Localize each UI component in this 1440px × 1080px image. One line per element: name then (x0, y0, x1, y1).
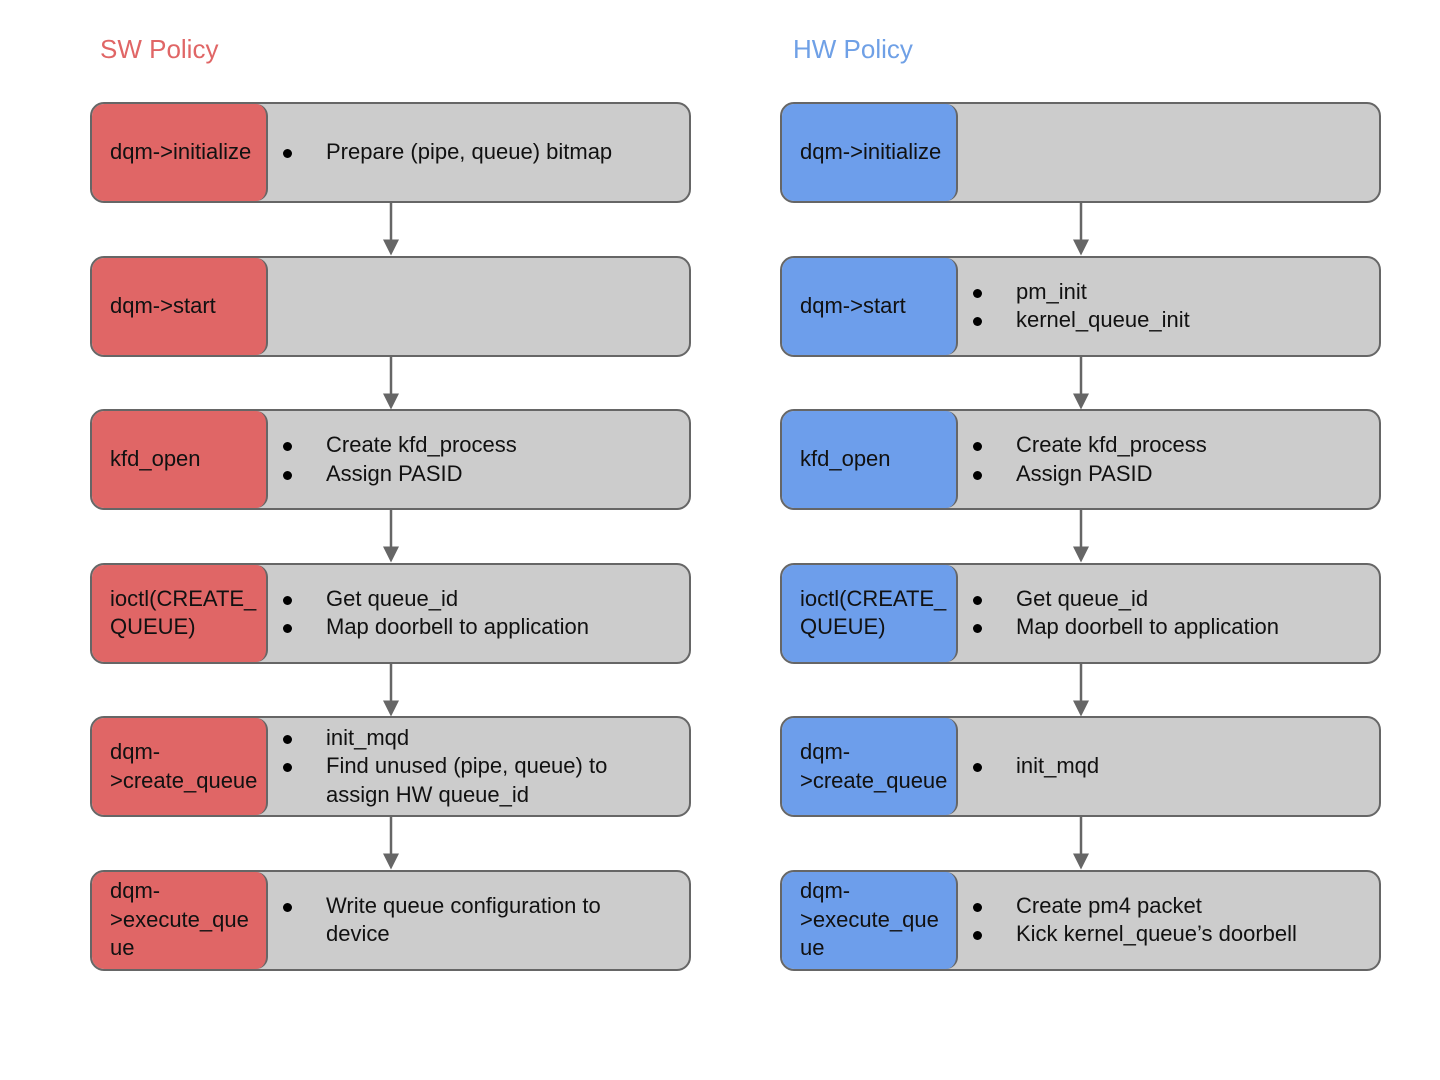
step-bullet-list: Write queue configuration to device (268, 872, 689, 969)
step-label: ioctl(CREATE_QUEUE) (110, 585, 257, 640)
step-label-box: dqm->initialize (92, 104, 268, 201)
step-bullet: Assign PASID (958, 460, 1379, 489)
step-bullet: Create kfd_process (958, 431, 1379, 460)
step-bullet: Create pm4 packet (958, 892, 1379, 921)
step-bullet: Map doorbell to application (958, 613, 1379, 642)
step-bullet-list (958, 104, 1379, 201)
step-bullet: init_mqd (268, 724, 689, 753)
step-label-box: dqm->create_queue (782, 718, 958, 815)
step-bullet: Find unused (pipe, queue) to assign HW q… (268, 752, 689, 809)
step-bullet: pm_init (958, 278, 1379, 307)
step-bullet: Get queue_id (958, 585, 1379, 614)
step-label: dqm->execute_queue (110, 878, 249, 961)
step-label: kfd_open (110, 446, 201, 472)
step-label-box: dqm->execute_queue (92, 871, 268, 969)
sw-step-6: dqm->execute_queue Write queue configurat… (90, 869, 691, 971)
step-bullet-list: Prepare (pipe, queue) bitmap (268, 104, 689, 201)
step-bullet: kernel_queue_init (958, 306, 1379, 335)
flow-arrow (382, 663, 399, 716)
step-bullet-list: init_mqd (958, 718, 1379, 815)
sw-policy-title: SW Policy (100, 34, 219, 64)
step-label-box: ioctl(CREATE_QUEUE) (782, 564, 958, 662)
step-label: kfd_open (800, 446, 891, 472)
step-label: dqm->start (110, 292, 216, 318)
flow-arrow (1072, 203, 1089, 256)
flow-arrow (1072, 510, 1089, 563)
step-label-box: dqm->execute_queue (782, 871, 958, 969)
flow-arrow (382, 510, 399, 563)
step-label: dqm->initialize (800, 139, 942, 165)
step-label: dqm->create_queue (800, 739, 948, 793)
step-label-box: dqm->create_queue (92, 718, 268, 815)
step-label: dqm->start (800, 292, 906, 318)
flow-arrow (1072, 356, 1089, 409)
flow-arrow (382, 356, 399, 409)
sw-step-1: dqm->initialize Prepare (pipe, queue) bit… (90, 102, 691, 203)
flow-arrow (382, 817, 399, 870)
hw-step-1: dqm->initialize (780, 102, 1381, 203)
flow-arrow (382, 203, 399, 256)
flow-arrow (1072, 817, 1089, 870)
step-label: ioctl(CREATE_QUEUE) (800, 585, 947, 640)
step-bullet: Map doorbell to application (268, 613, 689, 642)
step-bullet: init_mqd (958, 752, 1379, 781)
step-bullet: Assign PASID (268, 460, 689, 489)
step-label-box: dqm->start (782, 257, 958, 355)
step-label: dqm->create_queue (110, 739, 258, 793)
step-label-box: dqm->initialize (782, 104, 958, 201)
step-bullet: Write queue configuration to device (268, 892, 689, 949)
step-label-box: dqm->start (92, 257, 268, 355)
flow-arrow (1072, 663, 1089, 716)
sw-step-2: dqm->start (90, 255, 691, 357)
step-bullet: Prepare (pipe, queue) bitmap (268, 138, 689, 167)
step-label-box: kfd_open (92, 411, 268, 508)
step-label: dqm->execute_queue (800, 878, 939, 961)
step-bullet: Kick kernel_queue’s doorbell (958, 920, 1379, 949)
step-label: dqm->initialize (110, 139, 252, 165)
step-bullet: Create kfd_process (268, 431, 689, 460)
step-bullet: Get queue_id (268, 585, 689, 614)
hw-policy-title: HW Policy (793, 34, 913, 64)
hw-step-5: dqm->create_queue init_mqd (780, 716, 1381, 817)
step-label-box: kfd_open (782, 411, 958, 508)
step-label-box: ioctl(CREATE_QUEUE) (92, 564, 268, 662)
